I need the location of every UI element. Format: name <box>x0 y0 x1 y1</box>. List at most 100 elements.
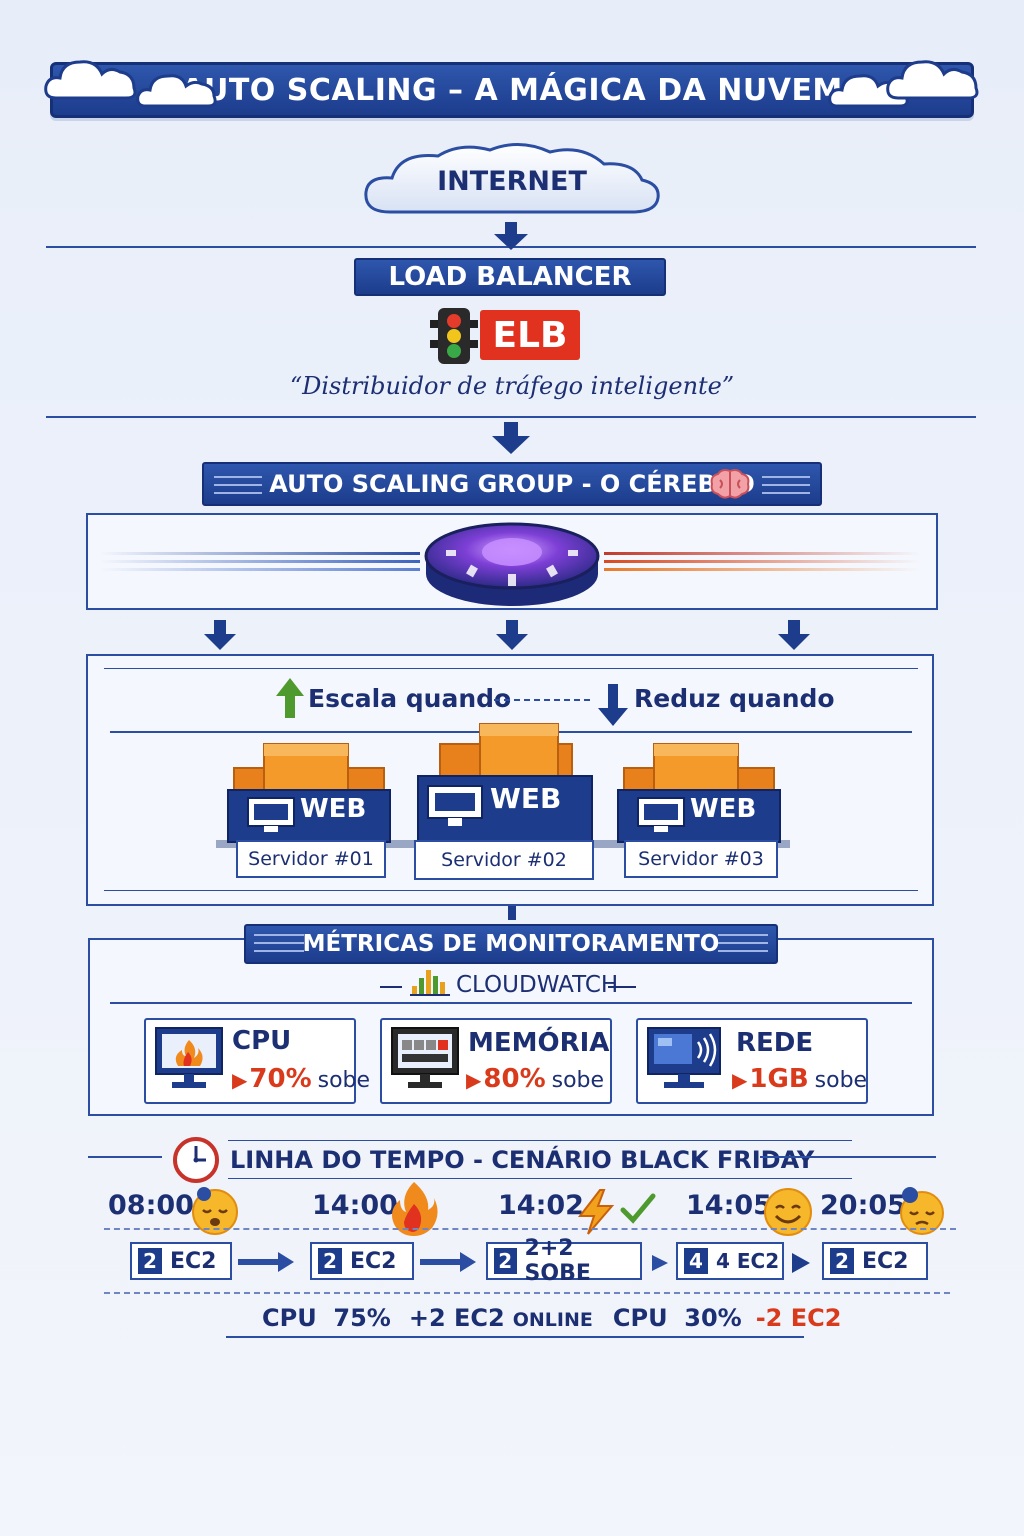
fire-icon <box>392 1182 438 1236</box>
stat-ec2-online: +2 EC2 <box>408 1304 505 1332</box>
timeline-box-5: 2 EC2 <box>822 1242 928 1280</box>
timeline-time-4: 14:05 <box>686 1190 772 1221</box>
scale-up-label: Escala quando <box>308 684 512 713</box>
metric-cpu-value: 70% <box>249 1064 312 1094</box>
decor-stripe <box>254 942 304 944</box>
stat-online-word: ONLINE <box>512 1309 593 1331</box>
load-balancer-quote: “Distribuidor de tráfego inteligente” <box>289 372 735 400</box>
divider <box>104 890 918 891</box>
metric-memory-title: MEMÓRIA <box>468 1028 610 1058</box>
metric-cpu-suffix: sobe <box>317 1068 371 1093</box>
divider <box>760 1156 936 1158</box>
server-2-tag: WEB <box>490 782 562 815</box>
decor-stripe <box>100 552 420 555</box>
stat-ec2-off: -2 EC2 <box>755 1304 842 1332</box>
divider <box>46 416 976 418</box>
timeline-time-2: 14:00 <box>312 1190 398 1221</box>
decor-stripe <box>718 934 768 936</box>
divider <box>104 1228 956 1230</box>
metric-cpu-title: CPU <box>232 1026 292 1056</box>
divider <box>110 731 590 733</box>
divider <box>104 1292 950 1294</box>
divider <box>88 1156 162 1158</box>
internet-label: INTERNET <box>437 166 587 197</box>
cloud-icon <box>44 60 137 100</box>
triangle-right-icon <box>652 1255 668 1271</box>
timeline-count: 4 <box>684 1248 708 1274</box>
cloudwatch-label: CLOUDWATCH <box>456 972 619 998</box>
decor-stripe <box>214 476 262 478</box>
timeline-count: 2 <box>318 1248 342 1274</box>
autoscaling-core-icon <box>424 522 600 606</box>
divider <box>226 1336 804 1338</box>
metric-network-row: ▶ 1GB sobe <box>732 1064 867 1094</box>
decor-stripe <box>762 476 810 478</box>
cloud-icon <box>136 74 217 108</box>
decor-stripe <box>214 492 262 494</box>
cpu-fire-icon <box>155 1027 223 1088</box>
triangle-right-icon <box>792 1253 810 1273</box>
timeline-text: EC2 <box>170 1248 217 1274</box>
check-icon <box>620 1193 656 1224</box>
timeline-label: LINHA DO TEMPO - CENÁRIO BLACK FRIDAY <box>230 1146 815 1174</box>
bar-chart-icon <box>410 970 450 996</box>
timeline-text: 4 EC2 <box>716 1249 780 1273</box>
page-title: AUTO SCALING – A MÁGICA DA NUVEM <box>181 72 843 108</box>
divider <box>380 986 402 988</box>
connector <box>508 906 516 920</box>
timeline-text: EC2 <box>862 1248 909 1274</box>
server-1-icon <box>227 743 391 843</box>
timeline-text: 2+2 SOBE <box>524 1236 591 1286</box>
server-3-name: Servidor #03 <box>624 840 778 878</box>
timeline-text: EC2 <box>350 1248 397 1274</box>
server-3-tag: WEB <box>690 794 757 824</box>
decor-stripe <box>762 492 810 494</box>
triangle-icon: ▶ <box>732 1068 748 1092</box>
arrow-down-icon <box>204 620 236 650</box>
decor-stripe <box>718 950 768 952</box>
decor-stripe <box>604 568 920 571</box>
timeline-box-2: 2 EC2 <box>310 1242 414 1280</box>
decor-stripe <box>762 484 810 486</box>
decor-stripe <box>100 560 420 563</box>
load-balancer-label: LOAD BALANCER <box>354 258 666 296</box>
timeline-time-3: 14:02 <box>498 1190 584 1221</box>
arrow-down-icon <box>492 422 530 454</box>
internet-cloud-icon <box>364 143 660 214</box>
metric-network-suffix: sobe <box>814 1068 868 1093</box>
triangle-icon: ▶ <box>232 1068 248 1092</box>
sleepy-face-icon <box>192 1187 238 1235</box>
brain-icon <box>710 469 750 499</box>
timeline-count: 2 <box>830 1248 854 1274</box>
lightning-icon <box>577 1189 615 1235</box>
timeline-stats: CPU 75% +2 EC2 ONLINE CPU 30% -2 EC2 <box>262 1304 841 1332</box>
server-1-name: Servidor #01 <box>236 840 386 878</box>
decor-stripe <box>718 942 768 944</box>
stat-cpu-high: CPU 75% <box>262 1304 391 1332</box>
asg-banner: AUTO SCALING GROUP - O CÉREBRO <box>202 462 822 506</box>
timeline-box-3: 2 2+2 SOBE <box>486 1236 642 1286</box>
arrow-down-icon <box>496 620 528 650</box>
elb-badge: ELB <box>480 310 580 360</box>
arrow-right-icon <box>238 1252 294 1272</box>
divider <box>228 1178 852 1179</box>
asg-label: AUTO SCALING GROUP - O CÉREBRO <box>269 470 755 498</box>
divider <box>110 1002 912 1004</box>
stat-cpu-low: CPU 30% <box>612 1304 742 1332</box>
metric-network-title: REDE <box>736 1028 814 1058</box>
monitor-icon <box>637 797 685 832</box>
divider <box>228 1140 852 1141</box>
timeline-count: 2 <box>494 1248 517 1274</box>
arrow-up-icon <box>276 678 304 718</box>
decor-stripe <box>254 950 304 952</box>
metrics-banner: MÉTRICAS DE MONITORAMENTO <box>244 924 778 964</box>
sleeping-face-icon <box>900 1187 944 1235</box>
scale-down-label: Reduz quando <box>634 684 835 713</box>
monitor-icon <box>427 785 483 826</box>
metric-network-value: 1GB <box>749 1064 809 1094</box>
network-icon <box>647 1027 721 1088</box>
decor-stripe <box>100 568 420 571</box>
decor-stripe <box>604 560 920 563</box>
divider <box>566 731 912 733</box>
decor-stripe <box>254 934 304 936</box>
